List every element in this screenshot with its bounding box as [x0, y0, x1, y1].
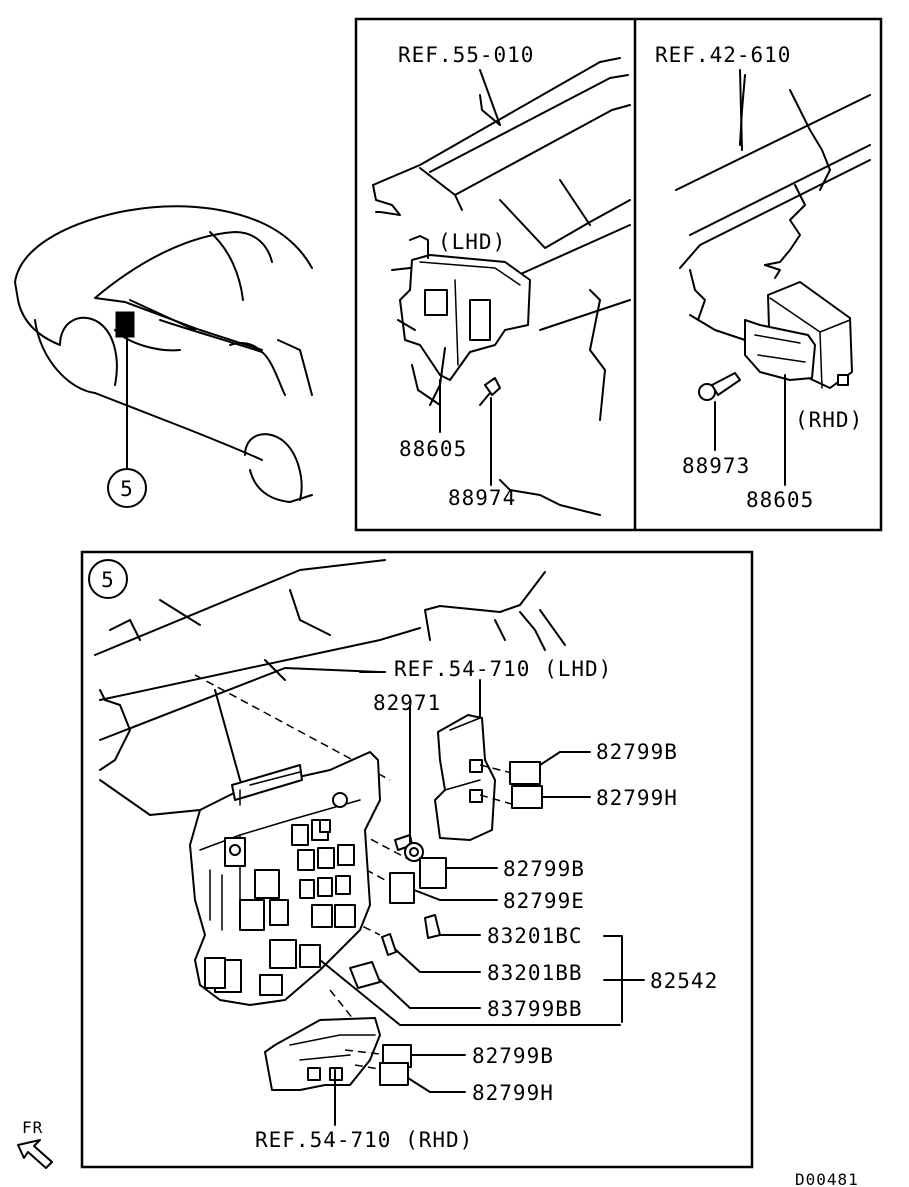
car-overview-illustration: 5 [14, 205, 313, 508]
bracket-82542 [603, 935, 623, 1023]
part-82799B-a-label: 82799B [596, 740, 678, 764]
rhd-relay-bracket [264, 1017, 412, 1126]
part-88974-label: 88974 [448, 486, 516, 510]
part-83201BB-label: 83201BB [487, 961, 583, 985]
rhd-bracket-illustration [675, 74, 871, 401]
part-82799B-b-label: 82799B [503, 857, 585, 881]
leader-82799H-c [407, 1077, 431, 1093]
part-88605-lhd-label: 88605 [399, 437, 467, 461]
part-82971-bolt [394, 704, 424, 862]
junction-block-detail-panel: 5 [80, 550, 754, 1169]
leader-83799BB [379, 979, 411, 1009]
callout-circle [107, 468, 147, 508]
ref-54-710-lhd-label: REF.54-710 (LHD) [394, 657, 612, 681]
etacs-location-marker [115, 311, 135, 338]
detail-callout-number: 5 [101, 568, 115, 592]
leader-ref-55-010 [479, 69, 501, 126]
detail-5-frame [80, 550, 754, 1169]
ref-55-010-label: REF.55-010 [398, 43, 534, 67]
part-82799H-c-label: 82799H [472, 1081, 554, 1105]
detail-callout-circle [88, 559, 128, 599]
lhd-relay-bracket [434, 679, 543, 841]
relay-82799E [389, 872, 415, 904]
part-82799E-label: 82799E [503, 889, 585, 913]
leader-ref-42-610 [739, 69, 743, 151]
leader-83201BB [395, 949, 421, 973]
rhd-label: (RHD) [795, 408, 863, 432]
part-82799B-c-label: 82799B [472, 1044, 554, 1068]
front-direction-indicator: FR [17, 1118, 53, 1169]
leader-83799BB-b [319, 959, 401, 1026]
diagram-code: D00481 [795, 1170, 859, 1187]
fuse-83201BC [424, 914, 441, 939]
part-82799H-a-label: 82799H [596, 786, 678, 810]
dashboard-structure [94, 559, 566, 871]
fuse-83201BB [381, 933, 397, 956]
ref-54-710-rhd-label: REF.54-710 (RHD) [255, 1128, 473, 1152]
fuse-83799BB [349, 961, 381, 989]
callout-number: 5 [120, 477, 134, 501]
leader-82799B-a [539, 751, 561, 766]
lhd-bracket-illustration [372, 57, 631, 516]
relay-82799B [419, 857, 447, 889]
front-arrow-icon [17, 1139, 53, 1169]
fr-label: FR [22, 1118, 43, 1137]
part-82542-label: 82542 [650, 969, 718, 993]
part-83201BC-label: 83201BC [487, 924, 583, 948]
junction-block [189, 751, 381, 1006]
top-detail-panel: REF.55-010 (LHD) 88605 88974 [354, 17, 883, 532]
leader-82799E [413, 889, 441, 901]
part-88973-label: 88973 [682, 454, 750, 478]
part-88605-rhd-label: 88605 [746, 488, 814, 512]
part-83799BB-label: 83799BB [487, 997, 583, 1021]
lhd-label: (LHD) [438, 230, 506, 254]
top-detail-frame [354, 17, 883, 532]
part-82971-label: 82971 [373, 691, 441, 715]
ref-42-610-label: REF.42-610 [655, 43, 791, 67]
